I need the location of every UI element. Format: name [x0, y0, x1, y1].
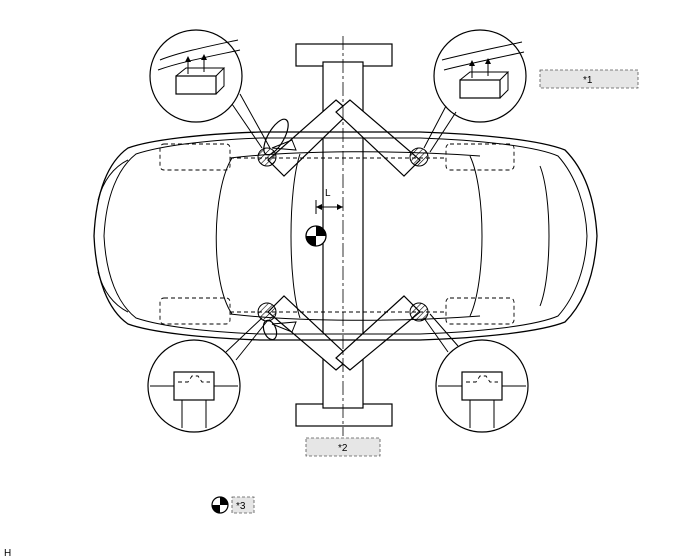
- callout-1: *1: [539, 69, 639, 89]
- lift-points: [257, 147, 429, 322]
- detail-circle-front-left: [149, 29, 271, 149]
- detail-circle-rear-right: [423, 313, 529, 433]
- callout-1-label: *1: [583, 75, 593, 86]
- dimension-label: L: [325, 188, 331, 199]
- lift-point-front-left: [257, 147, 277, 167]
- corner-code: H: [4, 548, 11, 559]
- callout-2-label: *2: [338, 443, 348, 454]
- lift-stand: [262, 43, 421, 427]
- center-of-gravity-legend-icon: [211, 496, 229, 514]
- dimension-l: L: [315, 188, 343, 214]
- detail-circle-rear-left: [423, 29, 527, 153]
- callout-3-label: *3: [236, 501, 246, 512]
- callout-2: *2: [305, 437, 381, 457]
- car-body-outline: [93, 131, 598, 341]
- callout-3-legend: *3: [211, 496, 255, 514]
- lift-point-rear-left: [409, 147, 429, 167]
- lift-point-rear-right: [409, 302, 429, 322]
- center-of-gravity-icon: [305, 225, 327, 247]
- lift-point-front-right: [257, 302, 277, 322]
- detail-circle-front-right: [147, 317, 269, 433]
